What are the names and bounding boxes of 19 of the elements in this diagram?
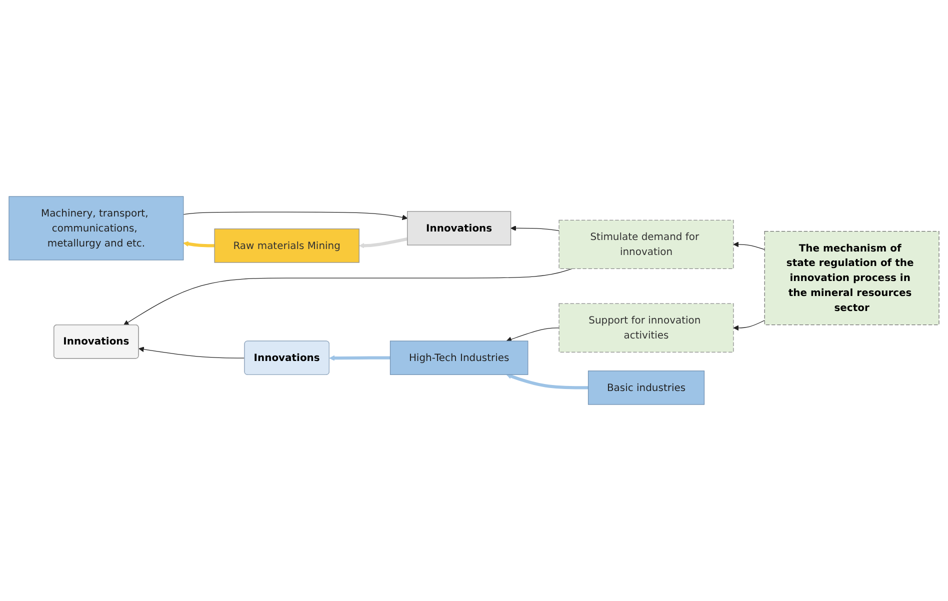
node-box: The mechanism of state regulation of the innovation process in the mineral resources sector [764, 231, 940, 326]
node-box: Basic industries [588, 370, 705, 405]
arrow [183, 241, 215, 248]
node-box: Machinery, transport, communications, metallurgy and etc. [8, 196, 184, 260]
arrow [733, 320, 765, 331]
arrow [183, 212, 408, 220]
arrow [123, 268, 572, 326]
node-box: Innovations [407, 211, 512, 246]
node-box: Support for innovation activities [558, 303, 734, 353]
node-box: Raw materials Mining [214, 228, 360, 263]
node-box: High-Tech Industries [390, 340, 528, 375]
arrow [138, 346, 246, 358]
arrow [358, 237, 408, 248]
arrow [329, 355, 390, 361]
arrow [506, 374, 588, 390]
arrow [506, 328, 560, 342]
arrow [733, 242, 765, 250]
node-box: Stimulate demand for innovation [558, 220, 734, 270]
arrow [510, 226, 560, 231]
